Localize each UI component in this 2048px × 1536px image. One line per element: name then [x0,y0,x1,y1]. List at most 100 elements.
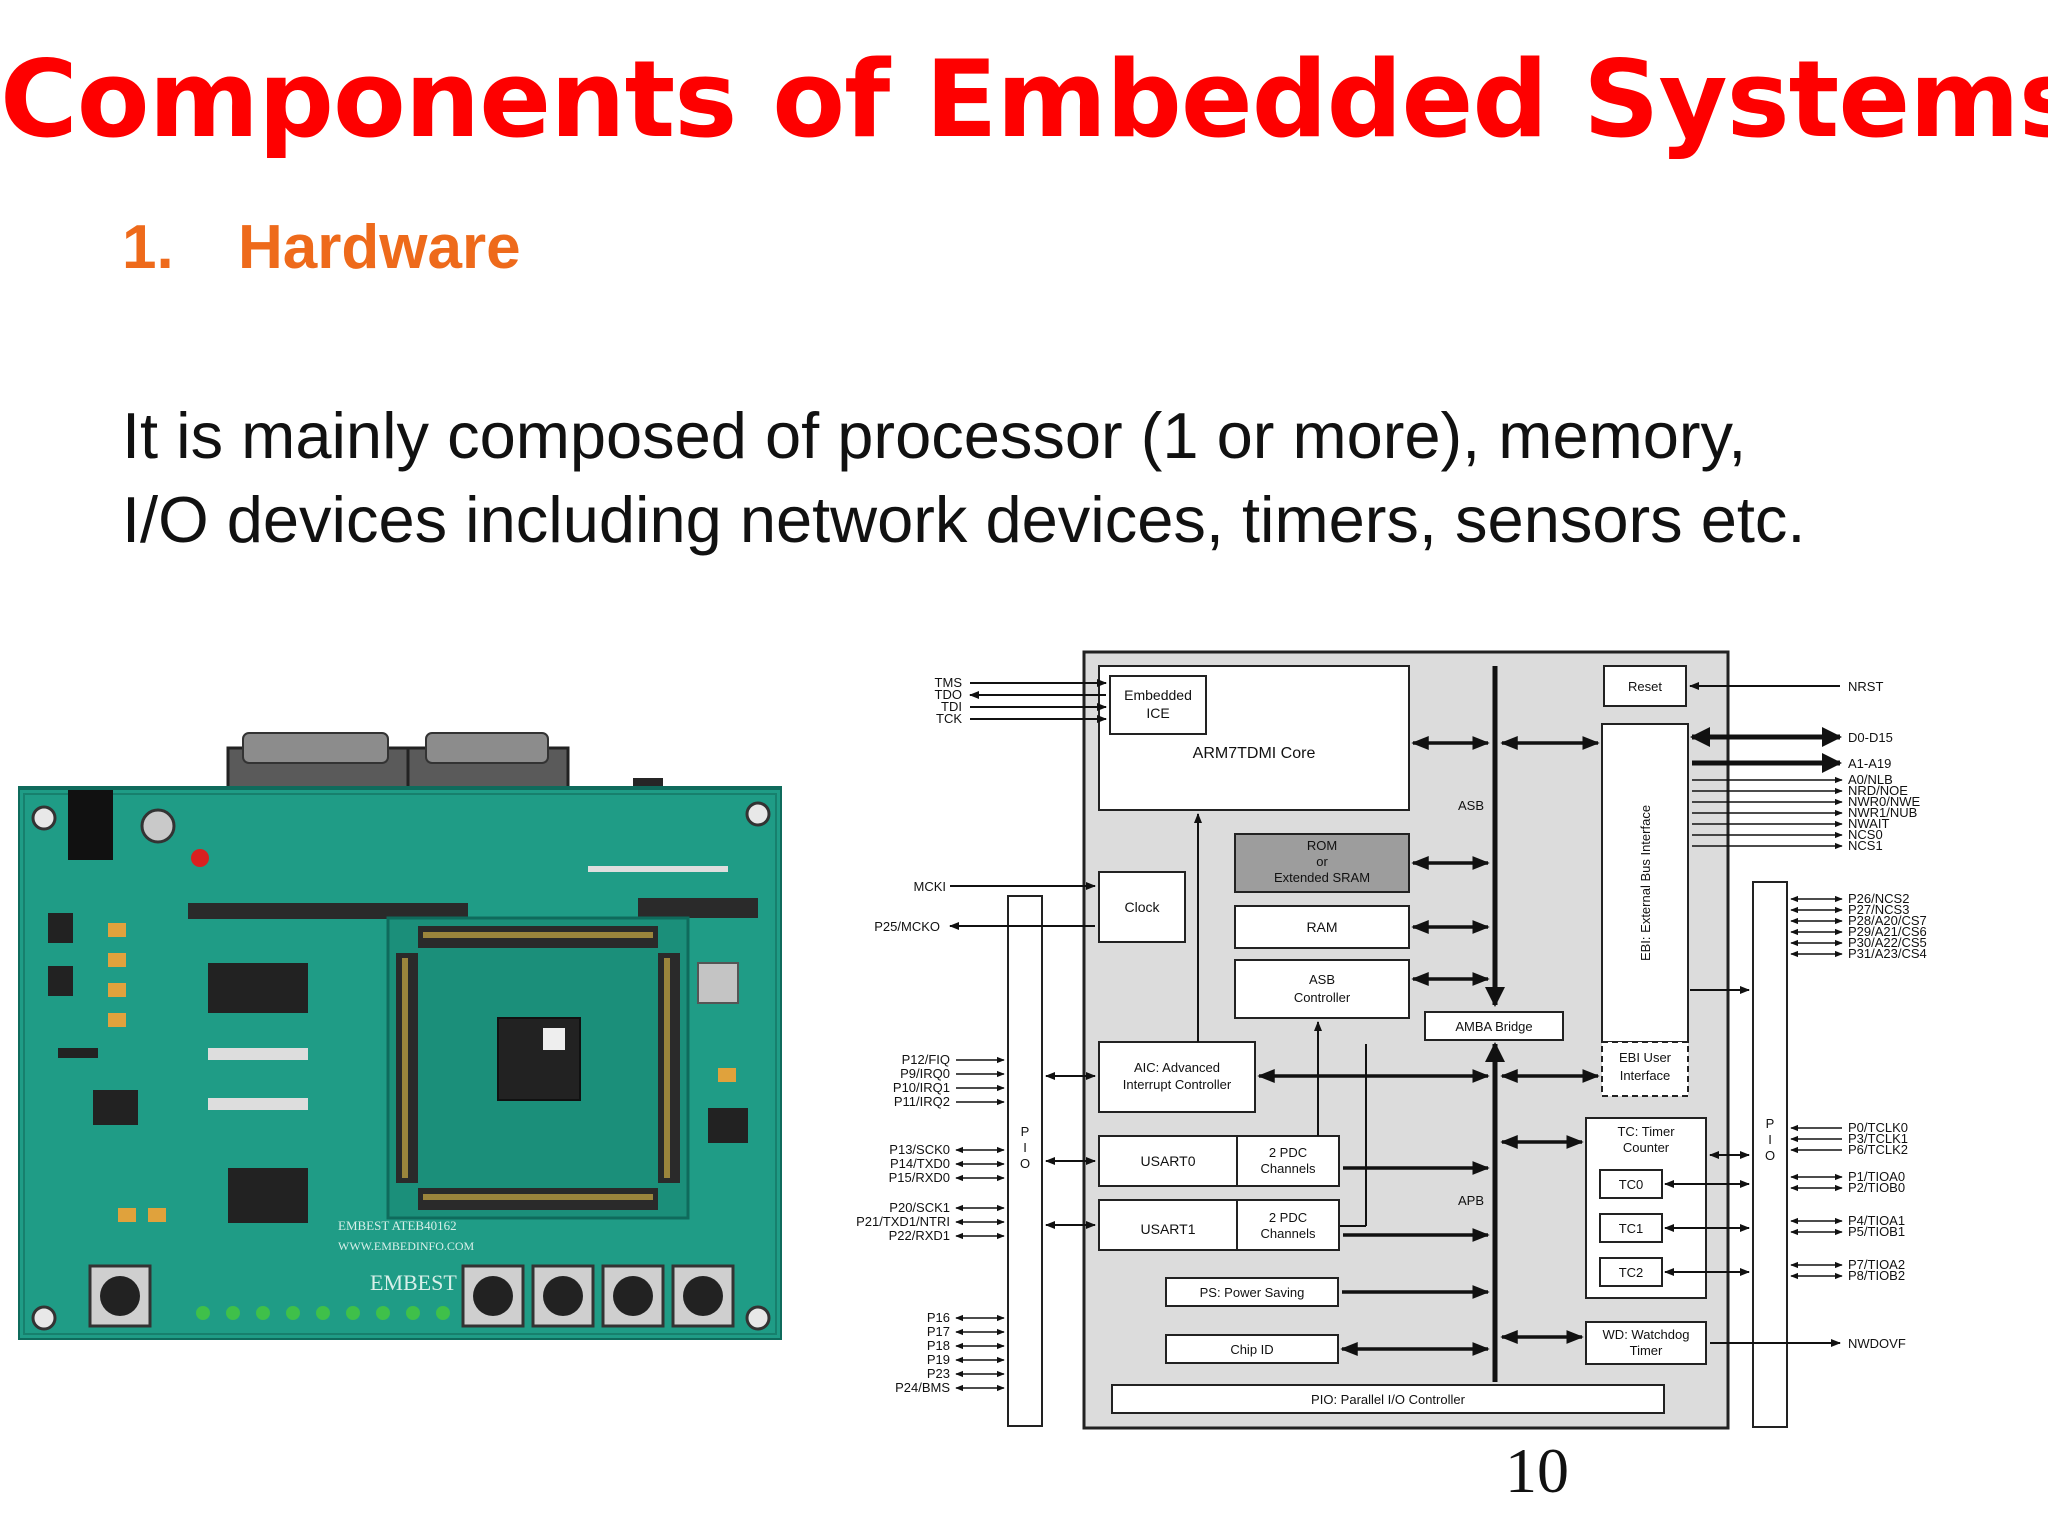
sig-ctrl-label-2: NWR0/NWE [1848,794,1921,809]
chip-id-label: Chip ID [1230,1342,1273,1357]
body-line-2: I/O devices including network devices, t… [122,483,1806,556]
sig-tio0-label-0: P1/TIOA0 [1848,1169,1905,1184]
pio-bar-right [1752,881,1788,1428]
section-heading: 1.Hardware [122,212,521,283]
sig-mcko: P25/MCKO [874,919,940,934]
sig-mcki: MCKI [914,879,947,894]
tc2-block [1599,1257,1663,1287]
sig-tio2-label-0: P7/TIOA2 [1848,1257,1905,1272]
pio-right-i: I [1768,1132,1772,1147]
aic-line1: AIC: Advanced [1134,1060,1220,1075]
pdc1-line1: 2 PDC [1269,1210,1307,1225]
clock-block [1098,871,1186,943]
sig-usart0-label-2: P15/RXD0 [889,1170,950,1185]
sig-tck: TCK [936,711,962,726]
sig-ctrl-label-5: NCS0 [1848,827,1883,842]
body-line-1: It is mainly composed of processor (1 or… [122,399,1747,472]
sig-gpio-label-5: P24/BMS [895,1380,950,1395]
watchdog-block [1585,1321,1707,1365]
sig-nrst: NRST [1848,679,1883,694]
sig-tio1-label-0: P4/TIOA1 [1848,1213,1905,1228]
sig-cs-label-4: P30/A22/CS5 [1848,935,1927,950]
aic-block [1098,1041,1256,1113]
sig-ctrl-label-3: NWR1/NUB [1848,805,1917,820]
pio-right-p: P [1766,1116,1775,1131]
pio-bar-left [1007,895,1043,1427]
pio-left-o: O [1020,1156,1030,1171]
apb-bus-label: APB [1458,1193,1484,1208]
sig-cs-label-3: P29/A21/CS6 [1848,924,1927,939]
sig-gpio-label-3: P19 [927,1352,950,1367]
sig-gpio-label-1: P17 [927,1324,950,1339]
ram-label: RAM [1306,919,1337,935]
sig-irq-label-0: P12/FIQ [902,1052,950,1067]
aic-line2: Interrupt Controller [1123,1077,1232,1092]
pdc1-line2: Channels [1261,1226,1316,1241]
amba-bridge-block [1424,1011,1564,1041]
power-saving-label: PS: Power Saving [1200,1285,1305,1300]
sig-cs-label-5: P31/A23/CS4 [1848,946,1927,961]
arm7-block-diagram: Embedded ICE ARM7TDMI Core ROM or Extend… [856,650,1927,1430]
sig-tdi: TDI [941,699,962,714]
sig-cs-label-2: P28/A20/CS7 [1848,913,1927,928]
silkscreen-model: EMBEST ATEB40162 [338,1218,457,1233]
usart0-label: USART0 [1141,1153,1196,1169]
sig-gpio-label-2: P18 [927,1338,950,1353]
embedded-ice-line2: ICE [1146,705,1169,721]
sig-address-bus: A1-A19 [1848,756,1891,771]
slide-title: Components of Embedded Systems [0,38,2048,161]
sig-tms: TMS [935,675,963,690]
sig-cs-label-1: P27/NCS3 [1848,902,1909,917]
tc0-block [1599,1169,1663,1199]
amba-bridge-label: AMBA Bridge [1455,1019,1532,1034]
sig-irq-label-3: P11/IRQ2 [894,1094,950,1109]
sig-tclk-label-2: P6/TCLK2 [1848,1142,1908,1157]
sig-ctrl-label-6: NCS1 [1848,838,1883,853]
clock-label: Clock [1124,899,1160,915]
section-number: 1. [122,213,174,282]
silkscreen-brand: EMBEST [370,1270,457,1295]
ebi-user-block [1601,1041,1689,1097]
sig-ctrl-label-1: NRD/NOE [1848,783,1908,798]
development-board-photo: EMBEST ATEB40162 WWW.EMBEDINFO.COM EMBES… [18,732,782,1340]
asb-controller-block [1234,959,1410,1019]
led-row [196,1306,450,1320]
wd-line1: WD: Watchdog [1603,1327,1690,1342]
sig-tdo: TDO [935,687,962,702]
pdc0-block [1236,1135,1340,1187]
sig-tclk-label-0: P0/TCLK0 [1848,1120,1908,1135]
sig-usart0-label-0: P13/SCK0 [889,1142,950,1157]
arm-core-label: ARM7TDMI Core [1193,745,1316,762]
embedded-ice-line1: Embedded [1124,687,1192,703]
tc0-label: TC0 [1619,1177,1644,1192]
ebi-block [1601,723,1689,1043]
sig-ctrl-label-0: A0/NLB [1848,772,1893,787]
sig-data-bus: D0-D15 [1848,730,1893,745]
usart0-block [1098,1135,1238,1187]
wd-line2: Timer [1630,1343,1663,1358]
ebi-user-line2: Interface [1620,1068,1671,1083]
sig-gpio-label-4: P23 [927,1366,950,1381]
memory-chip [208,963,308,1013]
sig-usart1-label-2: P22/RXD1 [889,1228,950,1243]
usart1-label: USART1 [1141,1221,1196,1237]
tc-line2: Counter [1623,1140,1670,1155]
reset-block [1603,665,1687,707]
push-buttons [88,1264,735,1328]
rom-line1: ROM [1307,838,1337,853]
tc1-block [1599,1213,1663,1243]
sig-ctrl-label-4: NWAIT [1848,816,1889,831]
pdc0-line1: 2 PDC [1269,1145,1307,1160]
rom-line3: Extended SRAM [1274,870,1370,885]
pio-controller-label: PIO: Parallel I/O Controller [1311,1392,1466,1407]
rom-line2: or [1316,854,1328,869]
chip-id-block [1165,1334,1339,1364]
pdc1-block [1236,1199,1340,1251]
sig-irq-label-2: P10/IRQ1 [893,1080,950,1095]
tc2-label: TC2 [1619,1265,1644,1280]
sig-irq-label-1: P9/IRQ0 [900,1066,950,1081]
sig-tio2-label-1: P8/TIOB2 [1848,1268,1905,1283]
reset-label: Reset [1628,679,1662,694]
tc1-label: TC1 [1619,1221,1644,1236]
ebi-user-line1: EBI User [1619,1050,1672,1065]
